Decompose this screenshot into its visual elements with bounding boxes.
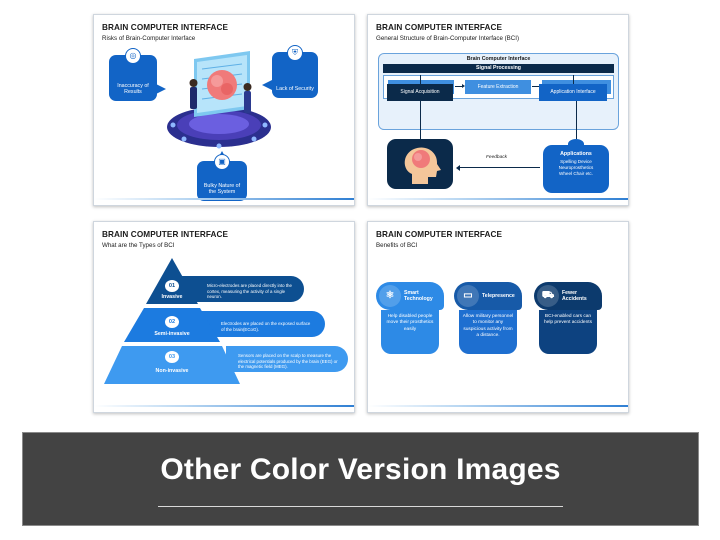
banner-title: Other Color Version Images — [160, 453, 561, 486]
type-description: Micro-electrodes are placed directly int… — [207, 282, 292, 300]
banner-divider — [158, 506, 563, 507]
risk-bubble-bulky: ▣ Bulky Nature of the System — [197, 154, 247, 201]
risk-bubble-inaccuracy: ◎ Inaccuracy of Results — [109, 48, 157, 101]
signal-processing-bar: Signal Processing — [383, 64, 614, 73]
connector-line — [420, 75, 421, 84]
bubble-pointer — [262, 79, 274, 91]
slide-structure[interactable]: BRAIN COMPUTER INTERFACE General Structu… — [367, 14, 629, 206]
slide-risks[interactable]: BRAIN COMPUTER INTERFACE Risks of Brain-… — [93, 14, 355, 206]
slide-subtitle: Risks of Brain-Computer Interface — [102, 35, 196, 42]
user-head-box — [387, 139, 453, 189]
risk-label: Lack of Security — [276, 86, 314, 93]
applications-tab — [568, 139, 584, 149]
car-icon: ⛟ — [537, 285, 559, 307]
atom-icon: ⚛ — [379, 285, 401, 307]
benefit-header: ⚛ Smart Technology — [376, 282, 444, 310]
connector-line — [420, 101, 421, 139]
risk-label: Bulky Nature of the System — [203, 182, 241, 196]
signal-acquisition-box: Signal Acquisition — [387, 84, 453, 101]
benefit-card-smart-technology: ⚛ Smart Technology Help disabled people … — [376, 276, 444, 390]
application-item: Neuroprosthetics — [558, 164, 594, 170]
slide-title: BRAIN COMPUTER INTERFACE — [376, 230, 503, 239]
benefit-text: BCI-enabled cars can help prevent accide… — [539, 310, 597, 354]
slide-subtitle: General Structure of Brain-Computer Inte… — [376, 35, 520, 42]
brain-head-icon — [404, 147, 441, 184]
security-shield-icon: ⛨ — [287, 45, 303, 61]
slide-types[interactable]: BRAIN COMPUTER INTERFACE What are the Ty… — [93, 221, 355, 413]
step-feature-extraction: Feature Extraction — [465, 80, 531, 94]
benefit-label: Smart Technology — [404, 289, 433, 302]
slide-benefits[interactable]: BRAIN COMPUTER INTERFACE Benefits of BCI… — [367, 221, 629, 413]
bci-label: Brain Computer Interface — [466, 56, 531, 62]
application-interface-box: Application Interface — [539, 84, 607, 101]
feedback-label: Feedback — [486, 155, 508, 160]
slide-title: BRAIN COMPUTER INTERFACE — [102, 23, 229, 32]
applications-title: Applications — [560, 151, 592, 157]
type-label: Invasive — [161, 294, 183, 300]
bubble-pointer — [154, 83, 166, 95]
benefit-card-fewer-accidents: ⛟ Fewer Accidents BCI-enabled cars can h… — [534, 276, 602, 390]
type-number: 03 — [165, 351, 179, 363]
benefit-text: Allow military personnel to monitor any … — [459, 310, 517, 354]
connector-line — [576, 101, 577, 139]
benefit-header: ▭ Telepresence — [454, 282, 522, 310]
slide-subtitle: What are the Types of BCI — [102, 242, 175, 249]
machine-icon: ▣ — [214, 154, 230, 170]
benefit-label: Telepresence — [482, 292, 515, 299]
slide-title: BRAIN COMPUTER INTERFACE — [102, 230, 229, 239]
benefit-text: Help disabled people move their prosthet… — [381, 310, 439, 354]
connector-line — [573, 75, 574, 84]
risk-bubble-security: ⛨ Lack of Security — [272, 45, 318, 98]
benefit-header: ⛟ Fewer Accidents — [534, 282, 602, 310]
slide-title: BRAIN COMPUTER INTERFACE — [376, 23, 503, 32]
type-number: 02 — [165, 316, 179, 328]
type-label: Non-invasive — [155, 368, 189, 374]
type-label: Semi-invasive — [154, 331, 190, 337]
benefit-card-telepresence: ▭ Telepresence Allow military personnel … — [454, 276, 522, 390]
arrow-right — [455, 84, 465, 88]
benefit-label: Fewer Accidents — [562, 289, 587, 302]
applications-box: Applications Spelling Device Neuroprosth… — [543, 145, 609, 193]
monitor-icon: ▭ — [457, 285, 479, 307]
type-description: Sensors are placed on the scalp to measu… — [238, 352, 338, 370]
color-versions-banner: Other Color Version Images — [22, 432, 699, 526]
type-description-bar: Micro-electrodes are placed directly int… — [169, 276, 304, 302]
application-item: Spelling Device — [560, 159, 592, 164]
type-description-bar: Sensors are placed on the scalp to measu… — [226, 346, 348, 372]
applications-list: Spelling Device Neuroprosthetics Wheel C… — [543, 159, 609, 177]
feedback-arrow — [456, 164, 540, 171]
target-icon: ◎ — [125, 48, 141, 64]
slide-subtitle: Benefits of BCI — [376, 242, 418, 249]
risk-label: Inaccuracy of Results — [117, 82, 149, 96]
type-description: Electrodes are placed on the exposed sur… — [221, 320, 311, 332]
application-item: Wheel Chair etc. — [559, 170, 593, 176]
brain-computer-illustration — [167, 51, 271, 149]
type-number: 01 — [165, 280, 179, 292]
